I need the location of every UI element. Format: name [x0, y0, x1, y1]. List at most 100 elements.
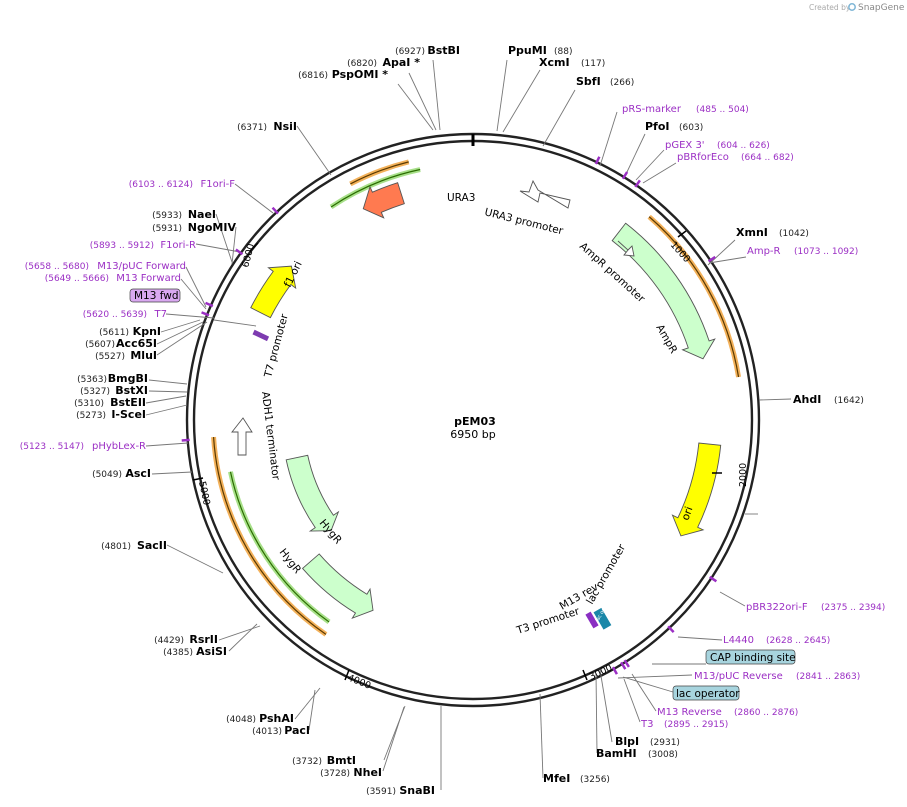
leader-line [708, 256, 747, 264]
leader-line [617, 674, 693, 679]
primer-mark [235, 248, 244, 256]
primer-pos: (2628 .. 2645) [766, 636, 830, 646]
enzyme-name: NheI [353, 766, 382, 779]
leader-line [595, 672, 598, 754]
leader-line [626, 133, 646, 173]
promoter-arrows [231, 179, 635, 456]
credit-text: Created by [809, 3, 851, 12]
leader-line [160, 319, 201, 333]
primer-pos: (1073 .. 1092) [794, 247, 858, 257]
leader-line [496, 59, 508, 132]
enzyme-pos: (6816) [298, 71, 328, 81]
primer-name: M13 Forward [116, 273, 181, 284]
enzyme-name: RsrII [189, 633, 218, 646]
enzyme-name: SbfI [576, 75, 601, 88]
primer-pos: (2860 .. 2876) [734, 708, 798, 718]
primer-name: T7 [154, 309, 167, 320]
feature-band [350, 161, 409, 185]
primer-mark [621, 171, 629, 180]
enzyme-name: NgoMIV [188, 221, 237, 234]
t3-promoter-label: T3 promoter [514, 605, 581, 637]
primer-mark [271, 206, 279, 215]
enzyme-name: NaeI [188, 208, 216, 221]
boxed-labels: CAP binding site lac operator M13 fwd [129, 288, 796, 701]
enzyme-name: BamHI [596, 747, 637, 760]
leader-line [631, 673, 657, 712]
enzyme-labels: BstBI (6927) ApaI * (6820) PspOMI * (681… [74, 44, 864, 797]
enzyme-name: KpnI [133, 325, 161, 338]
leader-line [758, 398, 792, 401]
primer-mark [181, 438, 190, 442]
leader-line [719, 591, 746, 607]
lac-operator-box [672, 685, 740, 701]
leader-line [623, 678, 641, 723]
feature-label-hygr-outer: HygR [277, 546, 304, 576]
plasmid-name: pEM03 [454, 415, 496, 428]
enzyme-pos: (3728) [320, 769, 350, 779]
primer-labels: pRS-marker (485 .. 504) pGEX 3' (604 .. … [20, 104, 886, 730]
feature-arrow-ura3 [362, 182, 405, 219]
primer-mark [667, 625, 675, 633]
primer-name: pBRforEco [677, 152, 729, 163]
leader-line [156, 321, 204, 345]
primer-pos: (2375 .. 2394) [821, 603, 885, 613]
enzyme-pos: (266) [610, 78, 634, 88]
m13-fwd-box [129, 288, 181, 303]
leader-line [234, 183, 274, 214]
enzyme-name: BstXI [115, 384, 148, 397]
enzyme-name: AsiSI [196, 645, 227, 658]
leader-line [148, 379, 188, 385]
enzyme-pos: (3008) [648, 750, 678, 760]
leader-line [408, 72, 437, 131]
leader-line [382, 706, 405, 772]
enzyme-pos: (88) [554, 47, 572, 57]
leader-line [432, 59, 441, 131]
cap-binding-site-label: CAP binding site [710, 652, 796, 664]
tick-2000: 2000 [738, 463, 749, 487]
leader-line [156, 321, 208, 356]
leader-line [145, 442, 189, 447]
primer-name: pBR322ori-F [746, 602, 808, 613]
enzyme-name: PspOMI * [332, 68, 389, 81]
leader-line [539, 693, 544, 779]
feature-label-ampr: AmpR [653, 323, 679, 356]
enzyme-name: SacII [137, 539, 167, 552]
leader-line [622, 676, 674, 693]
leader-line [218, 625, 261, 641]
primer-pos: (664 .. 682) [741, 153, 794, 163]
primer-pos: (5893 .. 5912) [90, 241, 154, 251]
primer-pos: (5620 .. 5639) [83, 310, 147, 320]
enzyme-name: PfoI [645, 120, 670, 133]
primer-mark [620, 661, 627, 670]
leader-line [145, 395, 187, 404]
enzyme-pos: (4013) [252, 727, 282, 737]
adh1-terminator-label: ADH1 terminator [259, 391, 282, 481]
leader-line [707, 239, 736, 266]
enzyme-name: BmgBI [108, 372, 148, 385]
feature-arrow-ampr [611, 222, 716, 360]
leader-line [599, 669, 613, 743]
leader-line [296, 125, 332, 176]
primer-mark [707, 255, 716, 263]
enzyme-pos: (4385) [163, 648, 193, 658]
tick-3000: 3000 [588, 663, 615, 683]
enzyme-name: PacI [284, 724, 310, 737]
feature-bands [211, 159, 742, 637]
primer-pos: (5658 .. 5680) [25, 262, 89, 272]
primer-mark [623, 659, 630, 668]
primer-pos: (5123 .. 5147) [20, 442, 84, 452]
leader-line [148, 390, 188, 393]
enzyme-pos: (3732) [292, 757, 322, 767]
tick-4000: 4000 [346, 673, 373, 692]
enzyme-name: PshAI [259, 712, 294, 725]
enzyme-pos: (5310) [74, 399, 104, 409]
enzyme-name: ApaI * [383, 56, 421, 69]
enzyme-name: I-SceI [111, 408, 146, 421]
enzyme-pos: (5611) [99, 328, 129, 338]
enzyme-pos: (5049) [92, 470, 122, 480]
leader-line [635, 149, 665, 181]
leader-lines [145, 59, 792, 790]
primer-mark [201, 311, 210, 317]
feature-label-ori: ori [680, 505, 696, 522]
